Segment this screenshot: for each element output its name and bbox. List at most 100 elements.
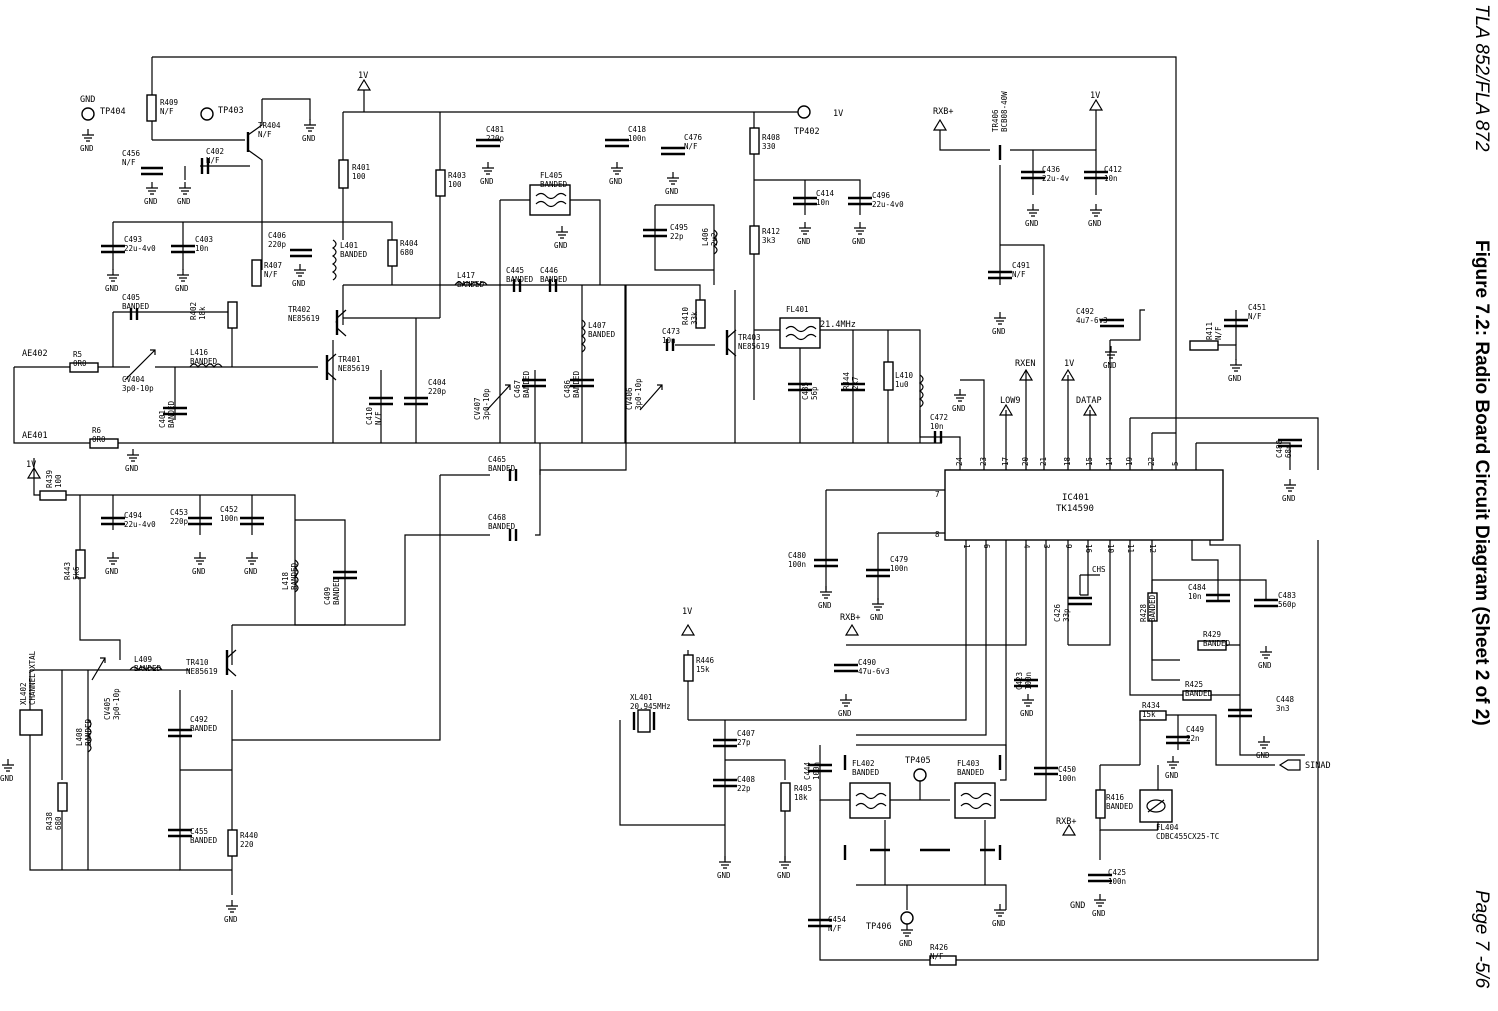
- l409-ref: L409: [134, 655, 152, 664]
- ic-top-pin: 24: [955, 456, 964, 466]
- fl402-ref: FL402: [852, 759, 875, 768]
- net-rxb-c: RXB+: [1056, 817, 1076, 827]
- c496-value: 22u-4v0: [872, 200, 904, 209]
- ground-icon: [872, 598, 884, 611]
- net-gnd-tp404: GND: [80, 95, 95, 105]
- tp402-label: TP402: [794, 127, 820, 137]
- r434-ref: R434: [1142, 701, 1161, 710]
- ic-top-pin: 15: [1085, 457, 1094, 466]
- c404-value: 220p: [428, 387, 447, 396]
- net-rxen: RXEN: [1015, 359, 1035, 369]
- ground-icon: [556, 226, 568, 239]
- ground-icon: [611, 162, 623, 175]
- c480-value: 100n: [788, 560, 806, 569]
- test-point-labels: TP404 TP403 TP402 TP405 TP406: [100, 106, 931, 932]
- gnd-label: GND: [1088, 219, 1102, 228]
- c444-ref: C444: [803, 761, 812, 780]
- l410-value: 1u0: [895, 380, 909, 389]
- r443-ref: R443: [63, 562, 72, 580]
- c449-value: 22n: [1186, 734, 1200, 743]
- ground-icon: [246, 552, 258, 565]
- gnd-label: GND: [1025, 219, 1039, 228]
- r402-ref: R402: [189, 302, 198, 320]
- c455-ref: C455: [190, 827, 208, 836]
- r426-value: N/F: [930, 952, 944, 961]
- c492b-ref: C492: [190, 715, 208, 724]
- ground-icon: [1167, 756, 1179, 769]
- c425-ref: C425: [1108, 868, 1126, 877]
- gnd-label: GND: [80, 144, 94, 153]
- c425-value: 100n: [1108, 877, 1126, 886]
- c444-value: 100n: [812, 762, 821, 780]
- chs-ref: CHS: [1092, 565, 1106, 574]
- xl401-ref: XL401: [630, 693, 653, 702]
- gnd-label: GND: [717, 871, 731, 880]
- gnd-label: GND: [554, 241, 568, 250]
- c414-ref: C414: [816, 189, 835, 198]
- l417-value: BANDED: [457, 280, 485, 289]
- tr404-value: N/F: [258, 130, 272, 139]
- ground-icon: [127, 449, 139, 462]
- ground-icon: [179, 182, 191, 195]
- ground-icon: [294, 264, 306, 277]
- r404-value: 680: [400, 248, 414, 257]
- ground-icon: [2, 759, 14, 772]
- ic-pin-7: 7: [935, 490, 940, 499]
- r428-ref: R428: [1139, 603, 1148, 622]
- gnd-label: GND: [777, 871, 791, 880]
- r426-ref: R426: [930, 943, 949, 952]
- ic-bottom-pin: 9: [1064, 544, 1073, 549]
- c449-ref: C449: [1186, 725, 1204, 734]
- fl401-component: FL401: [786, 305, 809, 314]
- gnd-label: GND: [244, 567, 258, 576]
- r405-value: 18k: [794, 793, 808, 802]
- c456-value: N/F: [122, 158, 136, 167]
- l407-value: BANDED: [588, 330, 616, 339]
- r5-value: 0R0: [73, 359, 87, 368]
- cv407-value: 3p0-10p: [482, 388, 491, 420]
- c491-value: N/F: [1012, 270, 1026, 279]
- r439-ref: R439: [45, 470, 54, 488]
- r425-value: BANDED: [1185, 689, 1213, 698]
- gnd-label: GND: [1020, 709, 1034, 718]
- c409-ref: C409: [323, 587, 332, 605]
- c468-ref: C468: [488, 513, 507, 522]
- c403-value: 10n: [195, 244, 209, 253]
- gnd-label: GND: [1103, 361, 1117, 370]
- tr406-value: BCB08-40W: [1000, 91, 1009, 132]
- l401-ref: L401: [340, 241, 358, 250]
- c423-ref: C423: [1015, 672, 1024, 690]
- c446-ref: C446: [540, 266, 559, 275]
- tr401-value: NE85619: [338, 364, 370, 373]
- ground-icon: [1230, 359, 1242, 372]
- c486-value: BANDED: [572, 370, 581, 398]
- c485-value: 56p: [810, 386, 819, 400]
- c465-value: BANDED: [488, 464, 516, 473]
- tp403-label: TP403: [218, 106, 244, 116]
- ground-icon: [779, 856, 791, 869]
- c402-value: N/F: [206, 156, 220, 165]
- c485-ref: C485: [801, 382, 810, 400]
- ground-icon: [1284, 479, 1296, 492]
